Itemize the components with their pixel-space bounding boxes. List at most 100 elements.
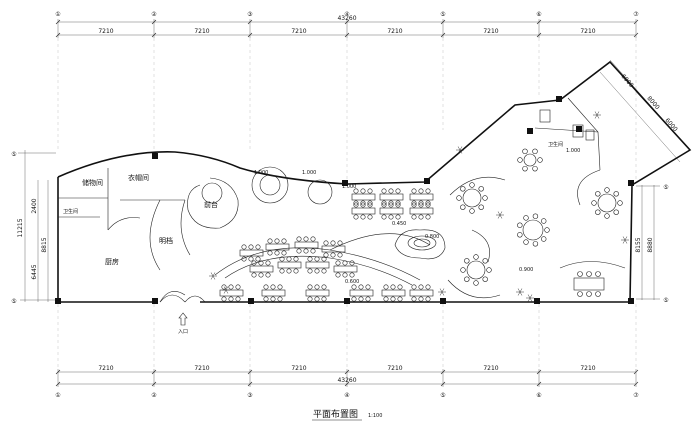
right-dim-8155: 8155 xyxy=(635,237,642,252)
round-tables xyxy=(456,148,623,286)
diagonal-dimension-chain: 6000 8000 6000 xyxy=(599,59,691,163)
side-marker-bottom: ⑤ xyxy=(11,298,16,305)
bottom-span-dim-5: 7210 xyxy=(483,365,498,372)
plants xyxy=(209,111,629,302)
top-span-dim-4: 7210 xyxy=(387,28,402,35)
table xyxy=(349,289,374,297)
top-dimension-chain: 43260 7210 7210 7210 7210 7210 7210 ① ② … xyxy=(55,11,639,38)
level-marker-7: 0.900 xyxy=(519,267,533,273)
round-table xyxy=(522,219,544,241)
right-side-marker-bottom: ⑤ xyxy=(663,297,668,304)
left-dim-6445: 6445 xyxy=(31,264,38,279)
round-table xyxy=(523,153,537,167)
structural-columns xyxy=(55,96,634,304)
left-dim-2400: 2400 xyxy=(31,198,38,213)
top-span-dim-3: 7210 xyxy=(291,28,306,35)
grid-number-3: ③ xyxy=(247,11,252,18)
top-span-dim-5: 7210 xyxy=(483,28,498,35)
left-dim-11215: 11215 xyxy=(17,218,24,237)
partition-arcs xyxy=(447,169,626,299)
diag-dim-6000-b: 6000 xyxy=(663,117,679,133)
bottom-grid-number-5: ⑤ xyxy=(440,392,445,399)
exterior-walls xyxy=(57,60,692,303)
top-span-dim-2: 7210 xyxy=(194,28,209,35)
right-side-marker-top: ⑤ xyxy=(663,184,668,191)
table xyxy=(219,289,244,297)
room-label-restroom-left: 卫生间 xyxy=(63,208,78,215)
table xyxy=(294,241,319,249)
room-label-cloakroom: 衣帽间 xyxy=(128,173,149,182)
level-markers: 1.000 1.000 1.000 0.450 0.800 0.600 0.90… xyxy=(254,148,580,285)
grid-number-4: ④ xyxy=(344,11,349,18)
grid-lines xyxy=(57,38,637,368)
entrance-label: 入口 xyxy=(178,329,188,335)
grid-number-5: ⑤ xyxy=(440,11,445,18)
top-span-dim-6: 7210 xyxy=(580,28,595,35)
grid-number-7: ⑦ xyxy=(633,11,639,18)
drawing-scale: 1:100 xyxy=(368,413,382,419)
table xyxy=(379,193,404,201)
table xyxy=(409,207,434,215)
table xyxy=(265,243,290,251)
level-marker-1: 1.000 xyxy=(254,170,268,176)
round-booth xyxy=(251,166,333,205)
table xyxy=(305,289,330,297)
service-rooms xyxy=(58,168,191,303)
side-marker-top: ⑤ xyxy=(11,151,16,158)
reception-bar xyxy=(187,177,239,229)
level-marker-5: 0.800 xyxy=(425,234,439,240)
room-label-bar: 前台 xyxy=(204,200,218,209)
round-table xyxy=(597,193,617,213)
room-label-open-kitchen: 明档 xyxy=(159,236,173,245)
room-label-restroom-right: 卫生间 xyxy=(548,141,563,148)
round-table xyxy=(466,260,486,280)
dining-tables xyxy=(219,188,434,302)
bottom-grid-number-6: ⑥ xyxy=(536,392,541,399)
bottom-span-dim-3: 7210 xyxy=(291,365,306,372)
grid-number-6: ⑥ xyxy=(536,11,541,18)
table xyxy=(379,207,404,215)
restroom-right xyxy=(539,109,595,141)
top-span-dim-1: 7210 xyxy=(98,28,113,35)
bottom-span-dim-6: 7210 xyxy=(580,365,595,372)
grid-number-1: ① xyxy=(55,11,60,18)
bottom-dimension-chain: 7210 7210 7210 7210 7210 7210 43260 ① ② … xyxy=(55,365,639,399)
bottom-grid-number-1: ① xyxy=(55,392,60,399)
table xyxy=(409,289,434,297)
level-marker-4: 0.450 xyxy=(392,221,406,227)
table xyxy=(333,265,358,273)
room-label-kitchen: 厨房 xyxy=(105,257,119,266)
grid-number-2: ② xyxy=(151,11,157,18)
bottom-grid-number-4: ④ xyxy=(344,392,349,399)
table xyxy=(351,207,376,215)
table xyxy=(239,249,264,257)
bottom-grid-number-2: ② xyxy=(151,392,157,399)
left-dim-8815: 8815 xyxy=(41,237,48,252)
room-label-storage: 储物间 xyxy=(82,178,103,187)
entrance-marker xyxy=(159,294,206,326)
bottom-span-dim-4: 7210 xyxy=(387,365,402,372)
table xyxy=(249,265,274,273)
table xyxy=(381,289,406,297)
feature-island xyxy=(394,229,446,260)
table xyxy=(409,193,434,201)
right-dimension-chain: 8155 8880 ⑤ ⑤ xyxy=(635,184,669,304)
bottom-grid-number-3: ③ xyxy=(247,392,252,399)
table xyxy=(277,261,302,269)
table xyxy=(321,245,346,253)
right-dim-8880: 8880 xyxy=(647,237,654,252)
table xyxy=(305,261,330,269)
curved-banquette xyxy=(214,233,431,286)
level-marker-8: 1.000 xyxy=(566,148,580,154)
bottom-grid-number-7: ⑦ xyxy=(633,392,639,399)
drawing-title: 平面布置图 xyxy=(313,408,358,420)
table xyxy=(351,193,376,201)
level-marker-2: 1.000 xyxy=(302,170,316,176)
round-table xyxy=(462,188,482,208)
rect-table-right xyxy=(573,271,605,297)
bottom-total-dim: 43260 xyxy=(337,377,356,384)
top-total-dim: 43260 xyxy=(337,15,356,22)
table xyxy=(261,289,286,297)
level-marker-6: 0.600 xyxy=(345,279,359,285)
